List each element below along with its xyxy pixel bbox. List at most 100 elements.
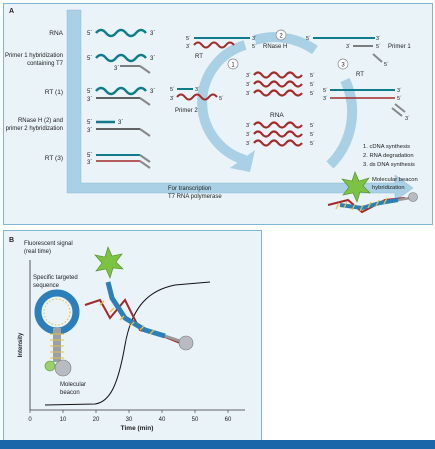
rt-label-right: RT <box>356 72 364 78</box>
strand-end: 3´ <box>346 44 351 50</box>
t7-tail <box>139 97 151 106</box>
beacon-probe-open <box>105 281 166 339</box>
strand-end: 3´ <box>397 88 402 94</box>
transcription-label-1: For transcription <box>168 186 211 192</box>
amplification-curve <box>44 281 211 406</box>
legend-item-2: 2. RNA degradation <box>363 153 414 159</box>
x-tick-10: 10 <box>60 417 67 423</box>
x-tick-50: 50 <box>192 417 199 423</box>
strand-end: 5´ <box>87 120 92 126</box>
sequence-label-1: Specific targeted <box>33 275 78 281</box>
strand-end: 5´ <box>384 62 389 68</box>
cycle-arrowhead <box>230 150 255 172</box>
quencher-stem <box>164 334 181 343</box>
strand-end: 3´ <box>376 36 381 42</box>
sequence-label-2: sequence <box>33 283 60 289</box>
strand-end: 5´ <box>310 91 315 97</box>
fluorophore-star-icon <box>341 171 371 203</box>
strand-end: 5´ <box>87 56 92 62</box>
strand-end: 5´ <box>310 123 315 129</box>
beacon-label-1: Molecular <box>60 382 86 388</box>
strand-end: 5´ <box>376 44 381 50</box>
t7-tail <box>139 65 151 74</box>
strand-end: 5´ <box>310 73 315 79</box>
beacon-hyb-label-2: hybridization <box>372 185 405 191</box>
strand-end: 5´ <box>170 87 175 93</box>
rna-strand <box>95 28 147 38</box>
row-label-rt1: RT (1) <box>45 89 63 96</box>
fluorophore-dot-icon <box>44 360 56 372</box>
x-tick-group <box>29 410 229 413</box>
cycle-arrow-left <box>197 40 247 165</box>
rnase-h-label: RNase H <box>263 44 287 50</box>
x-axis-label: Time (min) <box>121 425 154 432</box>
rna-copy <box>253 89 303 97</box>
strand-end: 5´ <box>310 132 315 138</box>
y-axis-label: Intensity <box>18 332 24 357</box>
strand-end: 3´ <box>150 56 155 62</box>
rna-copy <box>253 71 303 79</box>
strand-end: 3´ <box>246 73 251 79</box>
row-label-rna: RNA <box>49 30 63 37</box>
t7-tail <box>391 107 403 117</box>
strand-end: 3´ <box>252 36 257 42</box>
strand-end: 3´ <box>195 87 200 93</box>
row-label-rnaseh-b: primer 2 hybridization <box>6 126 63 132</box>
strand-end: 3´ <box>246 91 251 97</box>
primer-2-label: Primer 2 <box>175 108 198 114</box>
t7-tail <box>139 154 151 163</box>
step-circle <box>337 58 349 70</box>
strand-end: 3´ <box>87 97 92 103</box>
strand-end: 3´ <box>246 141 251 147</box>
strand-end: 3´ <box>405 116 410 122</box>
transcription-label-2: T7 RNA polymerase <box>168 194 222 200</box>
beacon-stem <box>53 328 61 362</box>
strand-end: 3´ <box>170 96 175 102</box>
cycle-arrow-right <box>326 77 358 169</box>
rna-copy <box>253 139 303 147</box>
panel-b <box>3 230 262 441</box>
strand-end: 3´ <box>114 66 119 72</box>
base-pairs <box>335 197 388 212</box>
rna-strand <box>95 53 147 63</box>
quencher-ball-icon <box>178 335 194 351</box>
x-tick-40: 40 <box>159 417 166 423</box>
step-1: 1 <box>231 63 235 69</box>
step-2: 2 <box>279 34 283 40</box>
row-label-rnaseh-a: RNase H (2) and <box>18 118 63 124</box>
rna-strand-red <box>176 93 218 101</box>
rna-copy <box>253 121 303 129</box>
x-tick-60: 60 <box>225 417 232 423</box>
x-tick-0: 0 <box>28 417 32 423</box>
strand-end: 3´ <box>150 89 155 95</box>
cycle-arrow-top <box>253 32 318 55</box>
rt-label-top: RT <box>195 54 203 60</box>
strand-end: 5´ <box>306 36 311 42</box>
t7-tail <box>139 160 151 169</box>
quencher-stem <box>397 196 411 202</box>
step-circle <box>275 29 287 41</box>
primer-1-label: Primer 1 <box>388 44 411 50</box>
rna-center-label: RNA <box>270 112 284 119</box>
strand-end: 5´ <box>310 141 315 147</box>
rna-strand <box>95 86 147 96</box>
legend-item-3: 3. ds DNA synthesis <box>363 162 415 168</box>
strand-end: 3´ <box>246 123 251 129</box>
t7-tail <box>139 128 151 137</box>
t7-tail <box>394 103 406 113</box>
legend-item-1: 1. cDNA synthesis <box>363 144 410 150</box>
feed-arrow <box>66 9 414 202</box>
strand-end: 5´ <box>87 31 92 37</box>
beacon-probe <box>339 198 399 211</box>
x-tick-20: 20 <box>93 417 100 423</box>
stem-base-pairs <box>50 333 64 359</box>
x-tick-30: 30 <box>126 417 133 423</box>
beacon-hyb-label-1: Molecular beacon <box>372 177 418 183</box>
strand-end: 5´ <box>397 96 402 102</box>
rna-copy <box>253 130 303 138</box>
strand-end: 3´ <box>87 160 92 166</box>
strand-end: 5´ <box>87 89 92 95</box>
strand-end: 3´ <box>246 132 251 138</box>
fluorophore-star-icon <box>94 246 124 279</box>
